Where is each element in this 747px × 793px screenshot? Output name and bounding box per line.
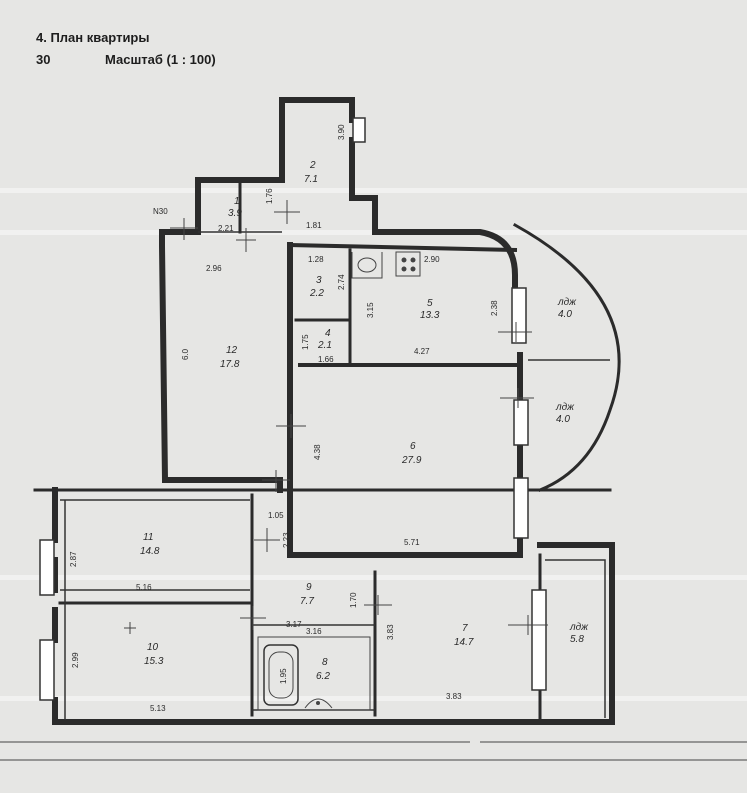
dim-27: 5.13: [150, 704, 166, 713]
loggia-a-label: лдж: [557, 297, 577, 308]
room-5-area: 13.3: [420, 310, 440, 321]
dim-12: 1.66: [318, 355, 334, 364]
loggia-c-outline: [545, 559, 606, 718]
room-10-area: 15.3: [144, 656, 164, 667]
room-6-number: 6: [410, 441, 416, 452]
loggia-b-area: 4.0: [556, 414, 570, 425]
loggia-arc: [512, 222, 621, 492]
room-4-area: 2.1: [317, 340, 332, 351]
dim-25: 2.99: [71, 652, 80, 668]
dim-7: 2.74: [337, 274, 346, 290]
room-1-area: 3.9: [228, 208, 242, 219]
loggia-c-label: лдж: [569, 622, 589, 633]
dim-8: 2.90: [424, 255, 440, 264]
walls: [33, 97, 615, 725]
room-11-number: 11: [143, 532, 153, 543]
dimension-labels: 3.90 1.76 1.81 2.21 2.96 1.28 2.74 2.90 …: [69, 124, 499, 713]
loggia-a-area: 4.0: [558, 309, 572, 320]
dim-28: 3.83: [446, 692, 462, 701]
windows: [39, 117, 547, 701]
room-6-area: 27.9: [401, 455, 422, 466]
room-12-number: 12: [226, 345, 238, 356]
dim-4: 2.21: [218, 224, 234, 233]
room-4-number: 4: [325, 328, 331, 339]
door-ticks: [124, 200, 548, 635]
room-11-area: 14.8: [140, 546, 160, 557]
dim-5: 2.96: [206, 264, 222, 273]
dim-2: 1.76: [265, 188, 274, 204]
dim-20: 5.16: [136, 583, 152, 592]
dim-15: 4.38: [313, 444, 322, 460]
floor-number: 30: [36, 52, 51, 67]
dim-24: 3.83: [386, 624, 395, 640]
room-2-area: 7.1: [304, 174, 318, 185]
room-10-number: 10: [147, 642, 159, 653]
dim-23: 3.16: [306, 627, 322, 636]
room-12-area: 17.8: [220, 359, 240, 370]
dim-9: 3.15: [366, 302, 375, 318]
fixtures: [263, 251, 421, 709]
north-mark: N30: [153, 207, 168, 216]
loggia-c-area: 5.8: [570, 634, 584, 645]
room-9-number: 9: [306, 582, 312, 593]
dim-22: 3.17: [286, 620, 302, 629]
dim-11: 1.75: [301, 334, 310, 350]
dim-16: 1.05: [268, 511, 284, 520]
room-3-area: 2.2: [309, 288, 324, 299]
room-9-area: 7.7: [300, 596, 314, 607]
dim-14: 6.0: [181, 348, 190, 360]
room-8-number: 8: [322, 657, 328, 668]
room-8-area: 6.2: [316, 671, 330, 682]
room-5-number: 5: [427, 298, 433, 309]
plan-title: 4. План квартиры: [36, 30, 150, 45]
dim-13: 4.27: [414, 347, 430, 356]
room-7-area: 14.7: [454, 637, 474, 648]
room-2-number: 2: [309, 160, 316, 171]
room-1-number: 1: [234, 196, 240, 207]
dim-6: 1.28: [308, 255, 324, 264]
partitions: [0, 231, 747, 761]
dim-1: 3.90: [337, 124, 346, 140]
loggia-b-label: лдж: [555, 402, 575, 413]
dim-21: 1.70: [349, 592, 358, 608]
dim-19: 2.87: [69, 551, 78, 567]
dim-10: 2.38: [490, 300, 499, 316]
room-3-number: 3: [316, 275, 322, 286]
dim-18: 5.71: [404, 538, 420, 547]
room-labels: 1 3.9 2 7.1 3 2.2 4 2.1 5 13.3 6 27.9 7 …: [140, 160, 589, 682]
scale-label: Масштаб (1 : 100): [105, 52, 216, 67]
room-7-number: 7: [462, 623, 468, 634]
dim-26: 1.95: [279, 668, 288, 684]
dim-3: 1.81: [306, 221, 322, 230]
dim-17: 2.23: [282, 532, 291, 548]
